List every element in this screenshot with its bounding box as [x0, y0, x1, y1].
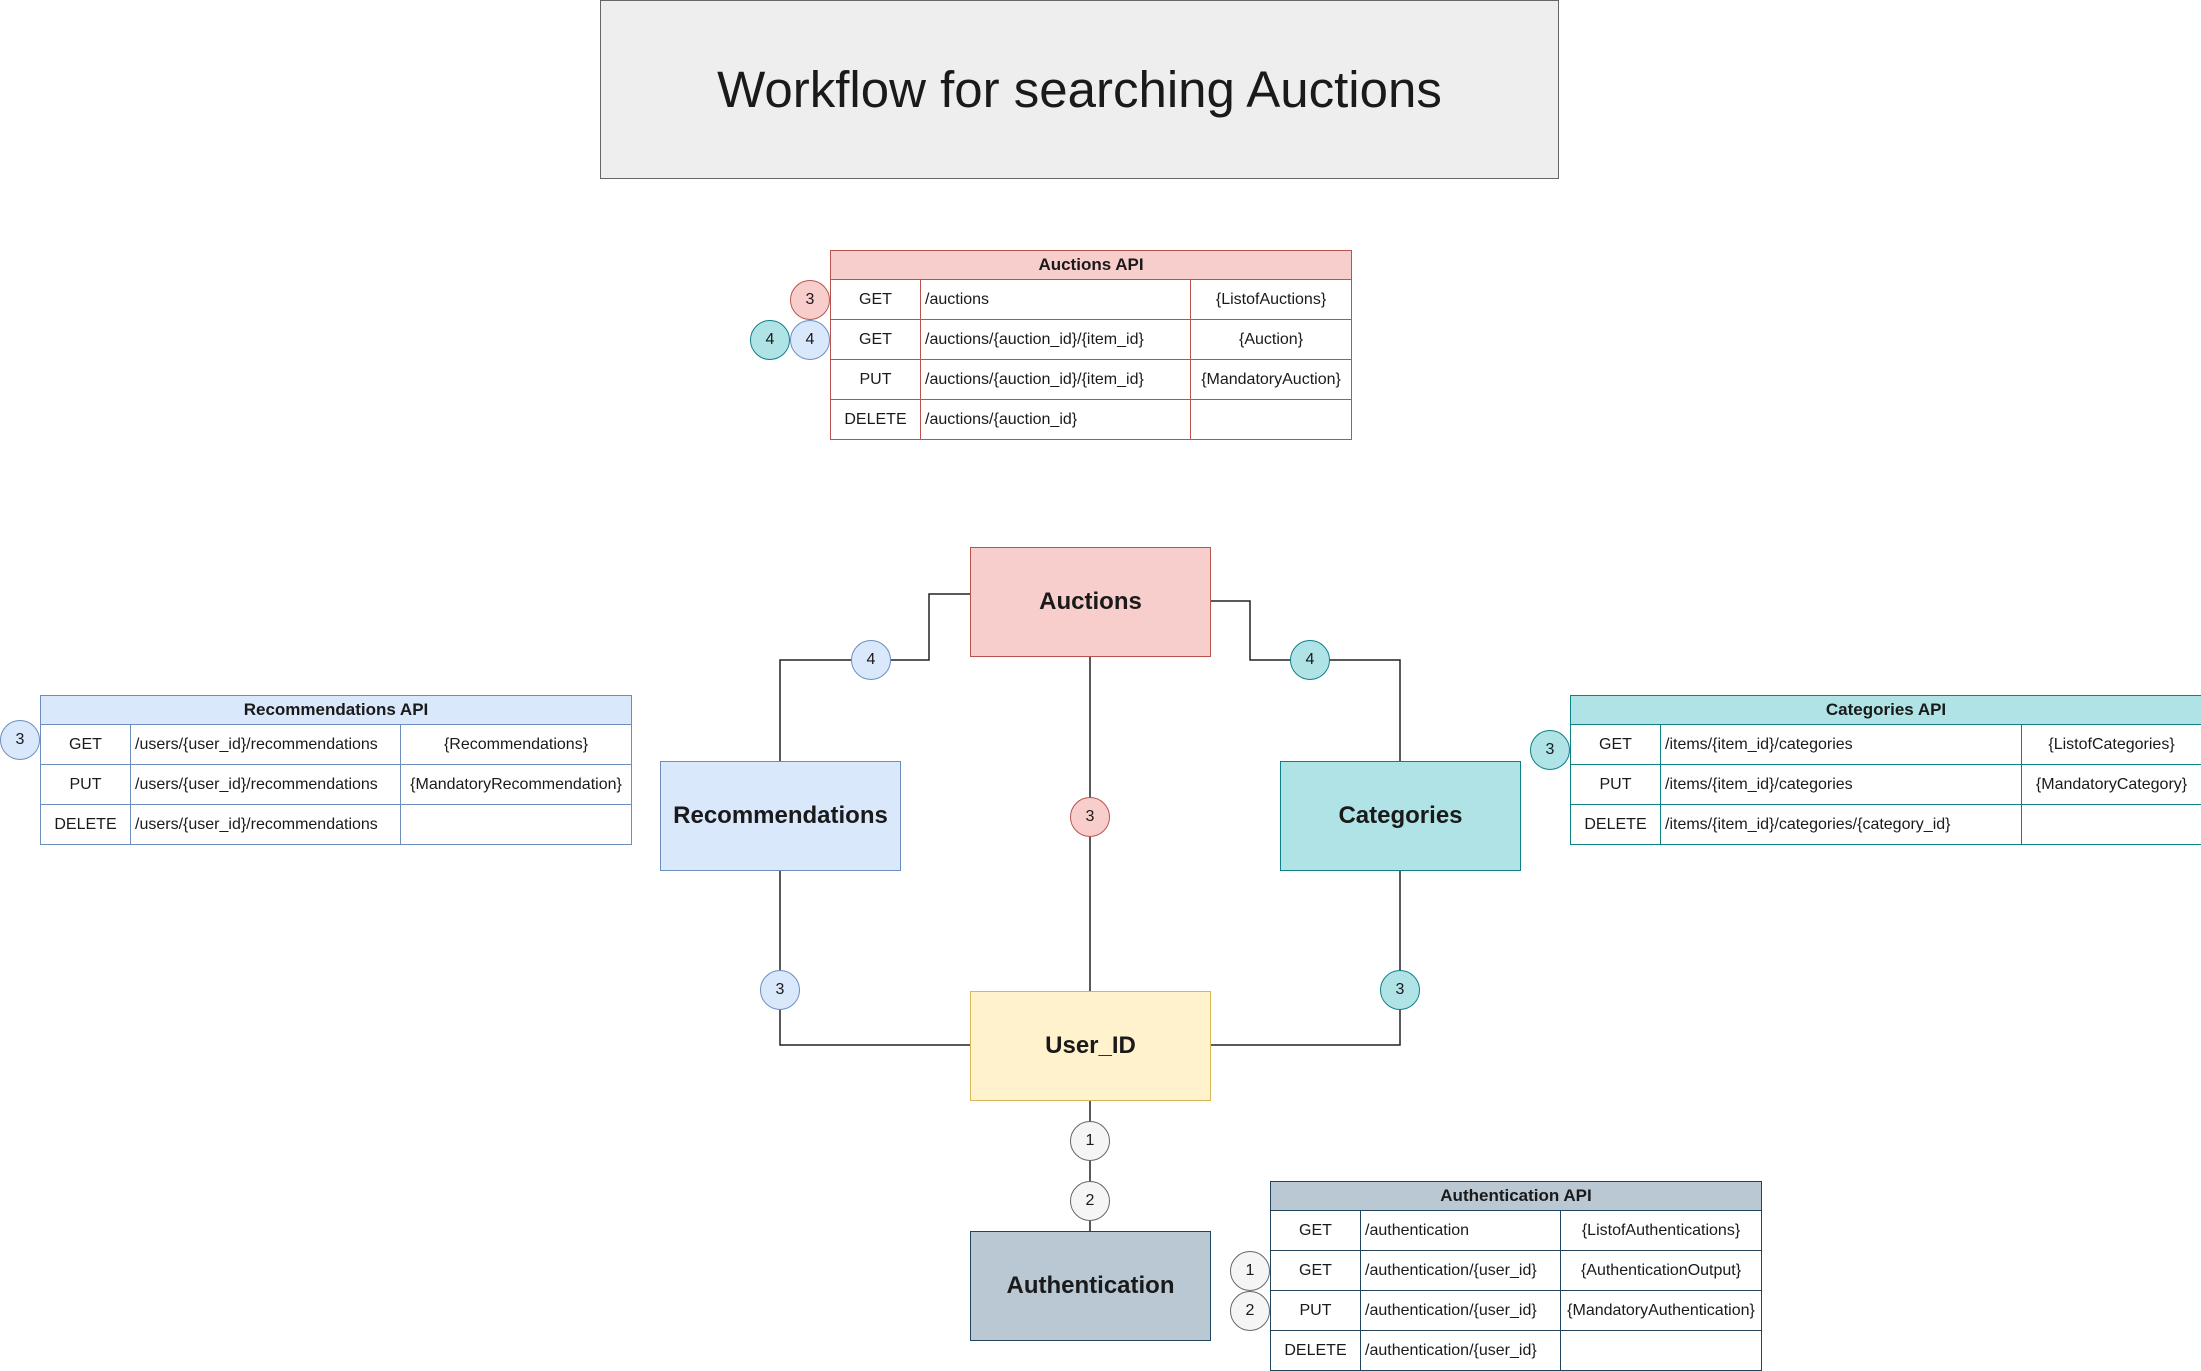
edge-categories-user: [1211, 871, 1401, 1046]
step-badge: 2: [1070, 1181, 1110, 1221]
method-cell: DELETE: [40, 804, 131, 845]
step-badge: 1: [1230, 1251, 1270, 1291]
edge-auctions-categories: [1211, 600, 1401, 761]
body-cell: {ListofCategories}: [2020, 724, 2201, 765]
authentication-api-table: Authentication API GET/authentication{Li…: [1270, 1181, 1762, 1371]
method-cell: GET: [40, 724, 131, 765]
auctions-node[interactable]: Auctions: [970, 547, 1211, 657]
method-cell: GET: [1270, 1250, 1361, 1291]
body-cell: {Recommendations}: [400, 724, 632, 765]
table-title: Recommendations API: [40, 695, 632, 725]
table-row: PUT/users/{user_id}/recommendations{Mand…: [40, 764, 632, 805]
step-badge: 2: [1230, 1291, 1270, 1331]
path-cell: /authentication/{user_id}: [1360, 1250, 1561, 1291]
table-row: PUT/authentication/{user_id}{MandatoryAu…: [1270, 1290, 1762, 1331]
method-cell: GET: [1270, 1210, 1361, 1251]
edge-recommendations-user: [779, 871, 970, 1046]
body-cell: [1189, 399, 1353, 440]
body-cell: {MandatoryRecommendation}: [400, 764, 632, 805]
table-row: GET/auctions/{auction_id}/{item_id}{Auct…: [830, 319, 1353, 360]
table-row: DELETE/users/{user_id}/recommendations: [40, 804, 632, 845]
table-row: DELETE/auctions/{auction_id}: [830, 399, 1353, 440]
method-cell: PUT: [40, 764, 131, 805]
recommendations-api-table: Recommendations API GET/users/{user_id}/…: [40, 695, 632, 845]
path-cell: /users/{user_id}/recommendations: [130, 764, 401, 805]
method-cell: GET: [1570, 724, 1661, 765]
path-cell: /items/{item_id}/categories: [1660, 724, 2022, 765]
step-badge: 4: [851, 640, 891, 680]
table-title: Authentication API: [1270, 1181, 1762, 1211]
method-cell: PUT: [1570, 764, 1661, 805]
table-row: DELETE/authentication/{user_id}: [1270, 1330, 1762, 1371]
table-row: GET/users/{user_id}/recommendations{Reco…: [40, 724, 632, 765]
step-badge: 1: [1070, 1121, 1110, 1161]
path-cell: /authentication/{user_id}: [1360, 1330, 1561, 1371]
step-badge: 4: [790, 320, 830, 360]
path-cell: /auctions/{auction_id}/{item_id}: [920, 319, 1191, 360]
body-cell: {AuthenticationOutput}: [1560, 1250, 1762, 1291]
method-cell: DELETE: [1570, 804, 1661, 845]
body-cell: {ListofAuctions}: [1189, 279, 1353, 320]
user-id-node[interactable]: User_ID: [970, 991, 1211, 1101]
path-cell: /items/{item_id}/categories/{category_id…: [1660, 804, 2022, 845]
table-row: GET/auctions{ListofAuctions}: [830, 279, 1353, 320]
categories-node[interactable]: Categories: [1280, 761, 1521, 871]
table-title: Categories API: [1569, 695, 2201, 725]
step-badge: 3: [1070, 797, 1110, 837]
path-cell: /auctions/{auction_id}/{item_id}: [920, 359, 1191, 400]
path-cell: /authentication: [1360, 1210, 1561, 1251]
path-cell: /users/{user_id}/recommendations: [130, 724, 401, 765]
path-cell: /auctions: [920, 279, 1191, 320]
table-row: PUT/items/{item_id}/categories{Mandatory…: [1570, 764, 2201, 805]
method-cell: GET: [830, 319, 921, 360]
recommendations-node[interactable]: Recommendations: [660, 761, 901, 871]
table-row: DELETE/items/{item_id}/categories/{categ…: [1570, 804, 2201, 845]
table-row: GET/authentication/{user_id}{Authenticat…: [1270, 1250, 1762, 1291]
categories-api-table: Categories API GET/items/{item_id}/categ…: [1569, 695, 2201, 845]
body-cell: {Auction}: [1189, 319, 1353, 360]
step-badge: 4: [750, 320, 790, 360]
step-badge: 3: [1530, 730, 1570, 770]
method-cell: PUT: [830, 359, 921, 400]
method-cell: GET: [830, 279, 921, 320]
path-cell: /items/{item_id}/categories: [1660, 764, 2022, 805]
path-cell: /authentication/{user_id}: [1360, 1290, 1561, 1331]
method-cell: PUT: [1270, 1290, 1361, 1331]
table-row: GET/items/{item_id}/categories{ListofCat…: [1570, 724, 2201, 765]
body-cell: [400, 804, 632, 845]
step-badge: 3: [790, 280, 830, 320]
table-title: Auctions API: [829, 250, 1353, 280]
step-badge: 3: [760, 970, 800, 1010]
step-badge: 3: [0, 720, 40, 760]
page-title: Workflow for searching Auctions: [600, 0, 1559, 179]
body-cell: {MandatoryAuction}: [1189, 359, 1353, 400]
body-cell: {MandatoryAuthentication}: [1560, 1290, 1762, 1331]
body-cell: {MandatoryCategory}: [2020, 764, 2201, 805]
step-badge: 3: [1380, 970, 1420, 1010]
step-badge: 4: [1290, 640, 1330, 680]
table-row: GET/authentication{ListofAuthentications…: [1270, 1210, 1762, 1251]
method-cell: DELETE: [830, 399, 921, 440]
body-cell: [2020, 804, 2201, 845]
table-row: PUT/auctions/{auction_id}/{item_id}{Mand…: [830, 359, 1353, 400]
edge-auctions-recommendations: [779, 593, 970, 761]
auctions-api-table: Auctions API GET/auctions{ListofAuctions…: [829, 250, 1353, 440]
authentication-node[interactable]: Authentication: [970, 1231, 1211, 1341]
path-cell: /users/{user_id}/recommendations: [130, 804, 401, 845]
method-cell: DELETE: [1270, 1330, 1361, 1371]
body-cell: {ListofAuthentications}: [1560, 1210, 1762, 1251]
path-cell: /auctions/{auction_id}: [920, 399, 1191, 440]
body-cell: [1560, 1330, 1762, 1371]
